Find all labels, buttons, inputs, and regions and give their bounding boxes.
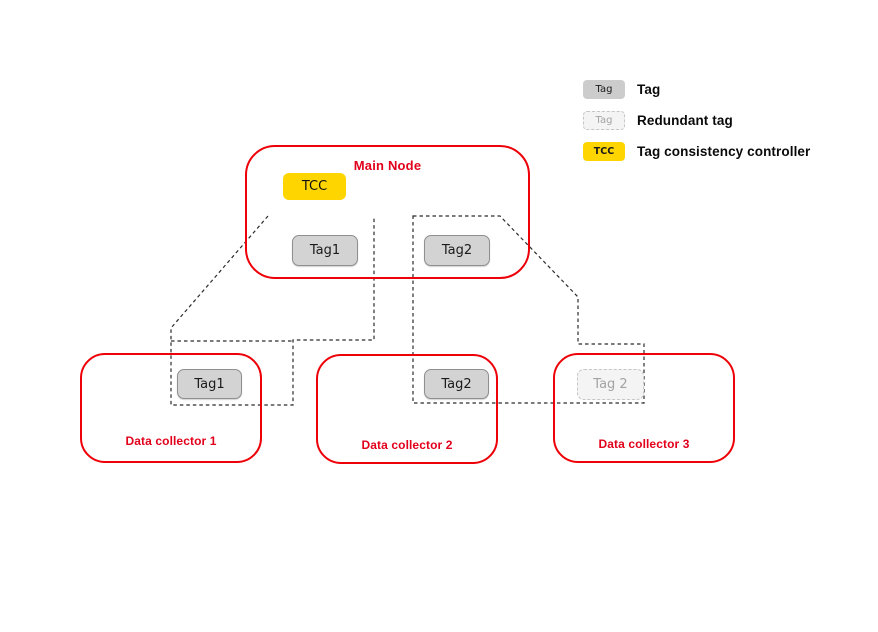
data-collector-3-redundant-tag: Tag 2 (577, 369, 644, 400)
data-collector-1-label: Data collector 1 (125, 434, 217, 448)
tcc-chip: TCC (583, 142, 625, 161)
main-node-tag2: Tag2 (424, 235, 490, 266)
data-collector-2: Tag2 Data collector 2 (316, 354, 498, 464)
data-collector-2-label: Data collector 2 (361, 438, 453, 452)
tag-chip: Tag (583, 80, 625, 99)
connector-tag2-network (412, 215, 645, 404)
legend-item-tag: Tag Tag (583, 80, 810, 99)
main-node-tag1: Tag1 (292, 235, 358, 266)
data-collector-3: Tag 2 Data collector 3 (553, 353, 735, 463)
main-node-title: Main Node (353, 158, 422, 173)
legend-item-label: Tag (637, 82, 661, 97)
data-collector-2-tag: Tag2 (424, 369, 489, 399)
data-collector-1-tag: Tag1 (177, 369, 242, 399)
legend-item-label: Redundant tag (637, 113, 733, 128)
main-node: Main Node TCC Tag1 Tag2 (245, 145, 530, 279)
redundant-tag-chip: Tag (583, 111, 625, 130)
tcc-box: TCC (283, 173, 346, 200)
legend-item-redundant-tag: Tag Redundant tag (583, 111, 810, 130)
legend-item-label: Tag consistency controller (637, 144, 811, 159)
connector-tag1-network (170, 215, 375, 406)
data-collector-3-label: Data collector 3 (598, 437, 690, 451)
data-collector-1: Tag1 Data collector 1 (80, 353, 262, 463)
legend: Tag Tag Tag Redundant tag TCC Tag consis… (583, 80, 810, 161)
legend-item-tcc: TCC Tag consistency controller (583, 142, 810, 161)
